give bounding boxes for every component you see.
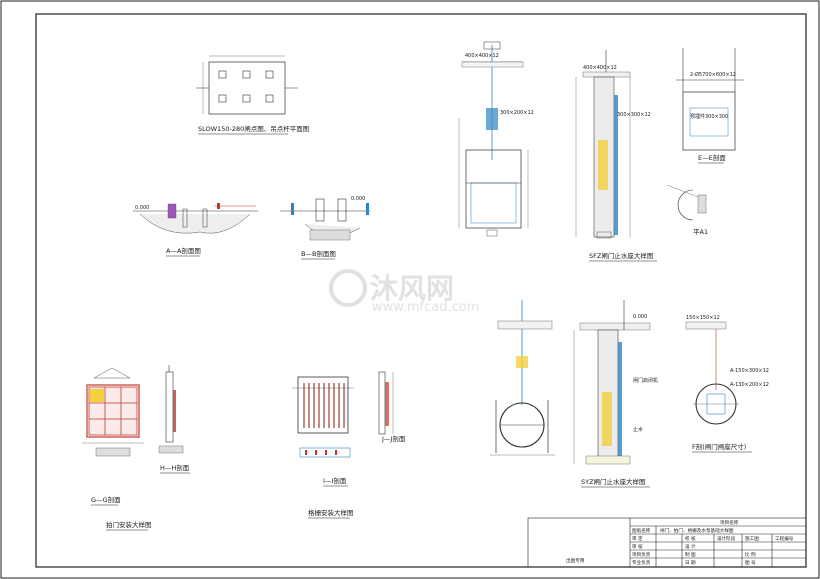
syz-note-1: 闸门启闭机 <box>633 377 658 384</box>
watermark-url: www.mfcad.com <box>372 300 479 315</box>
sfz-annot-2: 300×300×12 <box>617 112 651 118</box>
section-bb-label: B—B剖面图 <box>301 249 336 258</box>
inner-border <box>35 13 807 568</box>
ff-annot-1: 150×150×12 <box>686 315 720 321</box>
tb-r2-a: 审 核 <box>632 543 643 550</box>
ee-annot-2: 预埋件300×300 <box>690 113 728 120</box>
gate-annot-1: 400×400×12 <box>465 53 499 59</box>
sfz-annot-1: 400×400×12 <box>583 65 617 71</box>
tb-stage-label: 设计阶段 <box>717 535 736 542</box>
slow-plan-view <box>196 55 298 115</box>
section-aa-drawing <box>133 203 258 234</box>
ff-annot-3: A-130×200×12 <box>730 382 769 388</box>
section-hh-drawing <box>158 365 184 454</box>
section-bb-drawing <box>280 198 370 241</box>
tb-drawing-label: 图纸名称 <box>632 527 651 534</box>
syz-note-2: 止水 <box>633 426 643 433</box>
flap-gate-gg-drawing <box>82 367 144 457</box>
watermark-brand: 沐风网 <box>370 272 454 305</box>
watermark: 沐风网 www.mfcad.com <box>329 269 479 315</box>
section-ee-label: E—E剖面 <box>698 153 726 162</box>
bar-screen-drawing <box>292 376 354 458</box>
tb-r4-a: 专业负责 <box>632 559 651 566</box>
ff-annot-2: A-150×300×12 <box>730 368 769 374</box>
tb-r3-c: 制 图 <box>685 551 696 558</box>
tb-r1-a: 审 定 <box>632 535 643 542</box>
syz-detail-label: SYZ闸门止水座大样图 <box>581 477 646 486</box>
section-ff-label: F剖(闸门闸座尺寸) <box>692 442 746 451</box>
bb-level-label: 0.000 <box>351 196 365 202</box>
section-aa-label: A—A剖面图 <box>166 246 201 255</box>
tb-r3-a: 项目负责 <box>632 551 651 558</box>
tb-project-label: 项目名称 <box>720 519 739 526</box>
tb-r2-c: 设 计 <box>685 543 696 550</box>
gate-blowup-label: 拍门安装大样图 <box>106 520 152 529</box>
section-ff-drawing <box>685 321 739 425</box>
screen-blowup-label: 格栅安装大样图 <box>308 508 354 517</box>
sluice-gate-elevation <box>458 41 529 237</box>
syz-elev: 0.000 <box>633 314 647 320</box>
aa-level-label: 0.000 <box>135 205 149 211</box>
title-block <box>527 517 807 568</box>
sfz-detail-label: SFZ闸门止水座大样图 <box>589 251 653 260</box>
tb-scale: 比 例 <box>745 551 756 558</box>
round-gate-drawing <box>490 300 555 456</box>
slow-plan-label: SLOW150-280闸点图、吊点杆平面图 <box>198 124 309 133</box>
syz-detail-drawing <box>573 300 651 465</box>
section-hh-label: H—H剖面 <box>160 463 190 472</box>
gate-annot-2: 300×200×12 <box>500 110 534 116</box>
tb-stamp: 出图专用 <box>566 557 585 564</box>
section-ii-label: I—I剖面 <box>323 476 347 485</box>
tb-project-no: 工程编号 <box>775 535 794 542</box>
plan-a1-drawing <box>666 184 707 221</box>
tb-sheet: 图 号 <box>745 560 756 566</box>
ee-annot-1: 2-Ø5700×600×12 <box>690 71 736 78</box>
plan-a1-label: 平A1 <box>693 228 708 236</box>
tb-r4-c: 日 期 <box>685 560 696 566</box>
tb-stage-value: 施工图 <box>745 535 759 542</box>
section-ee-drawing <box>676 48 744 151</box>
sfz-detail-drawing <box>575 50 631 239</box>
tb-r1-c: 校 核 <box>685 535 696 542</box>
section-jj-drawing <box>378 371 394 435</box>
section-gg-label: G—G剖面 <box>91 495 121 504</box>
tb-drawing-title: 闸门、拍门、格栅及水泵基础大样图 <box>660 527 734 534</box>
section-jj-label: J—J剖面 <box>381 434 406 443</box>
